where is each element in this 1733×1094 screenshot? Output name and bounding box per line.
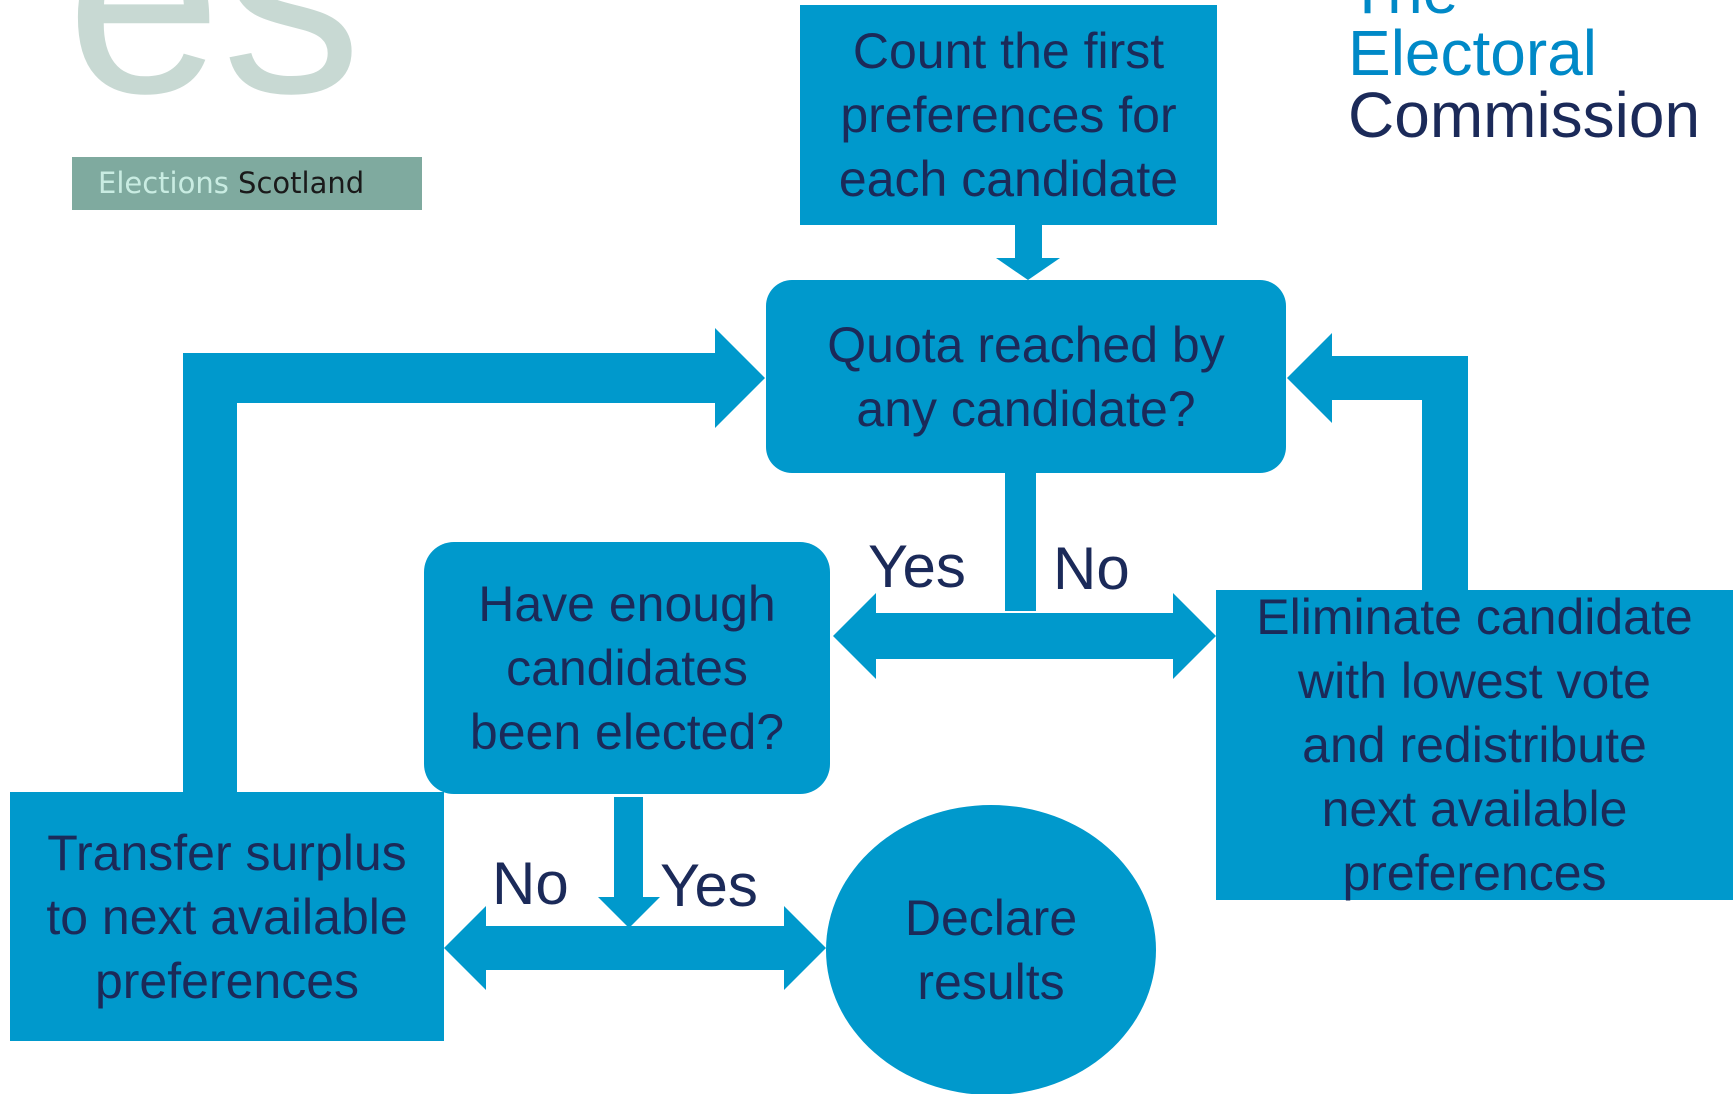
node-count-first-preferences: Count the first preferences for each can… — [800, 5, 1217, 225]
label-quota-yes: Yes — [868, 533, 966, 600]
arrow-transfer-to-quota — [183, 328, 765, 792]
ec-wordmark-line-1: The — [1348, 0, 1733, 23]
node-quota-reached: Quota reached by any candidate? — [766, 280, 1286, 473]
es-monogram-icon: es — [72, 0, 362, 150]
arrow-elected-yes-no-split — [444, 797, 826, 990]
wordmark-scotland: Scotland — [238, 166, 365, 200]
label-elected-yes: Yes — [660, 852, 758, 919]
node-declare-results: Declare results — [826, 805, 1156, 1094]
node-transfer-surplus: Transfer surplus to next available prefe… — [10, 792, 444, 1041]
ec-wordmark-line-2: Electoral — [1348, 17, 1597, 89]
elections-scotland-wordmark: Elections Scotland — [72, 157, 422, 210]
svg-text:es: es — [72, 0, 362, 150]
label-quota-no: No — [1053, 535, 1130, 602]
label-elected-no: No — [492, 850, 569, 917]
node-enough-elected: Have enough candidates been elected? — [424, 542, 830, 794]
arrow-count-to-quota — [996, 225, 1060, 280]
wordmark-elections: Elections — [98, 166, 229, 200]
node-eliminate-lowest: Eliminate candidate with lowest vote and… — [1216, 589, 1733, 901]
arrow-quota-yes-no-split — [833, 472, 1216, 679]
electoral-commission-logo: The Electoral Commission — [1348, 0, 1733, 151]
ec-wordmark-line-3: Commission — [1348, 79, 1701, 151]
arrow-eliminate-to-quota — [1287, 333, 1468, 590]
elections-scotland-logo: es Elections Scotland — [72, 0, 427, 210]
